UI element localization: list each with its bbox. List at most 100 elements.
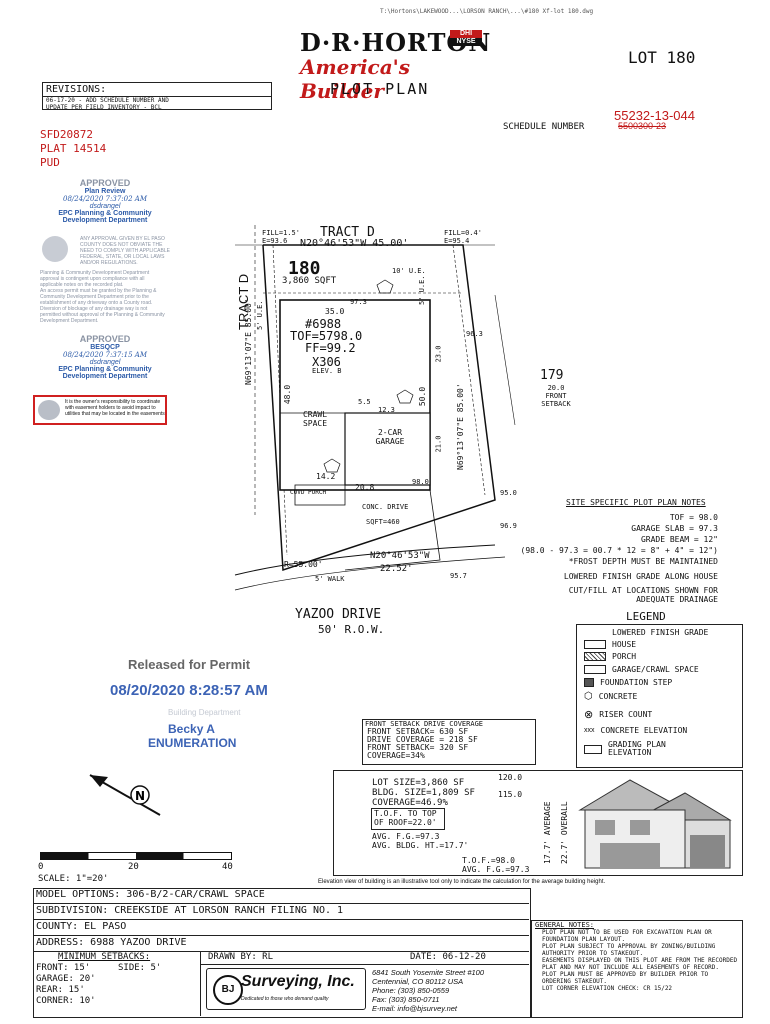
brand-exchange-top: DHI xyxy=(450,30,482,38)
lot-title: LOT 180 xyxy=(628,48,696,67)
house-elevation-drawing xyxy=(578,779,732,869)
approved-1-any-approval: ANY APPROVAL GIVEN BY EL PASO COUNTY DOE… xyxy=(80,236,170,266)
general-note-4: PLOT PLAN MUST BE APPROVED BY BUILDER PR… xyxy=(542,971,709,985)
approved-1-note-2: An access permit must be granted by the … xyxy=(40,288,157,306)
ue-left: 5' U.E. xyxy=(256,300,264,330)
surveyor-contact: 6841 South Yosemite Street #100 Centenni… xyxy=(372,968,484,1013)
revisions-line-1: 06-17-20 - ADD SCHEDULE NUMBER AND xyxy=(46,97,169,104)
surveyor-address-1: 6841 South Yosemite Street #100 xyxy=(372,968,485,977)
legend-concrete-elev-label: CONCRETE ELEVATION xyxy=(600,726,688,735)
schedule-label: SCHEDULE NUMBER xyxy=(503,122,585,132)
site-note-cutfill: CUT/FILL AT LOCATIONS SHOWN FOR ADEQUATE… xyxy=(568,586,718,604)
coverage-box: FRONT SETBACK DRIVE COVERAGE FRONT SETBA… xyxy=(362,719,536,765)
schedule-number-old: 5500300-23 xyxy=(618,121,667,131)
scale-label: SCALE: 1"=20' xyxy=(38,874,109,884)
general-note-1: PLOT PLAN NOT TO BE USED FOR EXCAVATION … xyxy=(542,929,712,943)
coverage-percent-lot: COVERAGE=46.9% xyxy=(372,798,448,808)
approved-2-date: 08/24/2020 7:37:15 AM xyxy=(62,351,147,359)
legend-concrete-elev: xxx CONCRETE ELEVATION xyxy=(584,726,687,735)
divider xyxy=(33,919,529,920)
legend-grading: GRADING PLAN ELEVATION xyxy=(584,741,678,757)
legend-house: HOUSE xyxy=(584,640,636,649)
legend-garage: GARAGE/CRAWL SPACE xyxy=(584,665,699,674)
scale-0: 0 xyxy=(38,862,44,872)
e-right-value: E=95.4 xyxy=(444,237,470,245)
easement-note: It is the owner's responsibility to coor… xyxy=(65,399,165,417)
curve-radius: R=55.00' xyxy=(284,560,323,569)
site-notes-title: SITE SPECIFIC PLOT PLAN NOTES xyxy=(566,498,706,507)
scale-bar xyxy=(40,852,232,860)
approved-2-title: APPROVED xyxy=(79,334,131,344)
e-left-value: E=93.6 xyxy=(262,237,288,245)
garage-swatch-icon xyxy=(584,665,606,674)
legend-lowered-label: LOWERED FINISH GRADE xyxy=(612,628,709,637)
arc-length: 22.52' xyxy=(380,564,413,574)
plot-plan-drawing xyxy=(234,225,516,591)
scale-40: 40 xyxy=(222,862,233,872)
legend-riser: ⊗RISER COUNT xyxy=(584,708,652,721)
dim-55: 5.5 xyxy=(358,398,371,406)
coverage-title: FRONT SETBACK DRIVE COVERAGE xyxy=(365,720,484,728)
dim-210: 21.0 xyxy=(434,435,443,453)
north-arrow-icon: N xyxy=(89,774,161,816)
approved-1-title: APPROVED xyxy=(79,178,131,188)
tof: TOF=5798.0 xyxy=(290,329,363,343)
general-notes-title: GENERAL NOTES: xyxy=(535,921,595,929)
legend-box xyxy=(576,624,743,768)
surveyor-email: E-mail: info@bjsurvey.net xyxy=(372,1004,458,1013)
ue-top: 10' U.E. xyxy=(392,267,426,275)
site-note-grade-beam: GRADE BEAM = 12" xyxy=(640,535,718,544)
approved-1-subtitle: Plan Review xyxy=(84,188,126,195)
lot-summary: LOT SIZE=3,860 SF BLDG. SIZE=1,809 SF CO… xyxy=(372,778,475,808)
file-path: T:\Hortons\LAKEWOOD...\LORSON RANCH\...\… xyxy=(380,8,594,15)
divider xyxy=(33,935,529,936)
lot-size: LOT SIZE=3,860 SF xyxy=(372,778,465,788)
tof-roof-box: T.O.F. TO TOP OF ROOF=22.0' xyxy=(371,808,445,830)
stamp-code-sfd: SFD20872 xyxy=(40,128,93,141)
general-note-3: EASEMENTS DISPLAYED ON THIS PLOT ARE FRO… xyxy=(542,957,738,971)
grading-icon xyxy=(584,744,602,754)
bottom-bearing: N20°46'53"W xyxy=(370,551,430,561)
site-notes: TOF = 98.0 GARAGE SLAB = 97.3 GRADE BEAM… xyxy=(521,512,718,567)
avg-height-label: 17.7' AVERAGE xyxy=(543,801,552,864)
drive-sqft: SQFT=460 xyxy=(366,518,400,526)
right-bearing: N69°13'07"E 85.00' xyxy=(456,383,465,470)
dim-480: 48.0 xyxy=(283,384,293,405)
site-note-frost: *FROST DEPTH MUST BE MAINTAINED xyxy=(568,557,718,566)
revisions-line-2: UPDATE PER FIELD INVENTORY - BCL xyxy=(46,104,162,111)
site-note-lowered: LOWERED FINISH GRADE ALONG HOUSE xyxy=(563,572,718,581)
front-setback-label: 20.0 FRONT SETBACK xyxy=(541,384,571,408)
ue-right: 5' U.E. xyxy=(418,275,426,305)
surveyor-name: Surveying, Inc. xyxy=(241,973,355,990)
of-roof: OF ROOF=22.0' xyxy=(374,818,437,827)
approved-2-dept: EPC Planning & Community Development Dep… xyxy=(58,366,152,380)
release-datetime: 08/20/2020 8:28:57 AM xyxy=(110,682,268,699)
lot-summary-box xyxy=(333,770,743,876)
neighbor-lot: 179 xyxy=(540,368,564,383)
approved-1-date: 08/24/2020 7:37:02 AM xyxy=(62,195,147,203)
grade-f: 95.0 xyxy=(500,489,517,497)
legend-house-label: HOUSE xyxy=(612,640,637,649)
avg-bldg: AVG. BLDG. HT.=17.7' xyxy=(372,841,469,850)
elev: ELEV. B xyxy=(312,367,342,375)
setback-rear: REAR: 15' xyxy=(36,985,85,995)
schedule-number-new: 55232-13-044 xyxy=(614,108,695,123)
avg-fg: AVG. F.G.=97.3 xyxy=(372,832,440,841)
concrete-elev-icon: xxx xyxy=(584,727,595,734)
scale-20: 20 xyxy=(128,862,139,872)
dim-123: 12.3 xyxy=(378,406,395,414)
approved-stamp-plan-review: APPROVED Plan Review 08/24/2020 7:37:02 … xyxy=(40,178,170,224)
site-note-grade-beam-calc: (98.0 - 97.3 = 00.7 * 12 = 8" + 4" = 12"… xyxy=(520,546,718,555)
step-swatch-icon xyxy=(584,678,594,687)
stamp-code-pud: PUD xyxy=(40,156,60,169)
fill-left: FILL=1.5' E=93.6 xyxy=(262,229,300,245)
divider xyxy=(200,964,529,965)
fill-right-value: FILL=0.4' xyxy=(444,229,482,237)
legend-title: LEGEND xyxy=(626,610,666,623)
coverage-percent: COVERAGE=34% xyxy=(367,751,425,760)
legend-garage-label: GARAGE/CRAWL SPACE xyxy=(612,665,699,674)
surveyor-fax: Fax: (303) 850-0711 xyxy=(372,995,440,1004)
dim-208: 20.8 xyxy=(355,483,375,492)
surveyor-logo-icon: BJ xyxy=(213,975,243,1005)
dim-142: 14.2 xyxy=(316,472,336,481)
